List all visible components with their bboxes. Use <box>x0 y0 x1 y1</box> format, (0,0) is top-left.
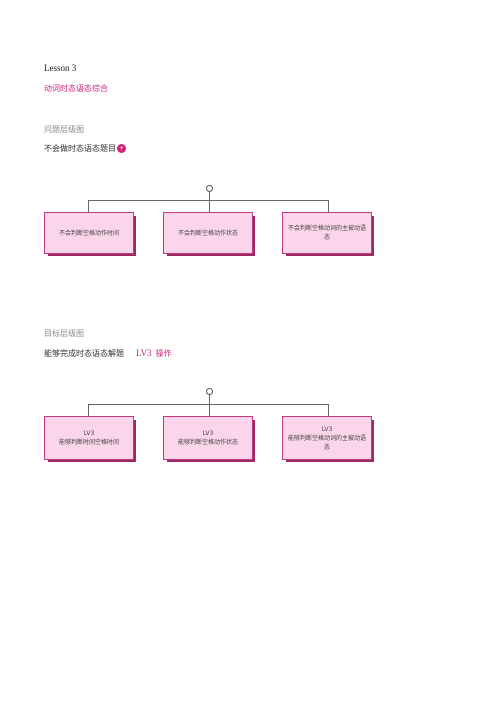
tree-root-node-icon <box>206 185 213 192</box>
tree-connector <box>328 404 329 416</box>
problem-box-time: 不会判断空格动作时间 <box>44 212 136 256</box>
tree-connector <box>209 200 210 212</box>
tree-connector <box>209 395 210 404</box>
tree-connector <box>88 200 329 201</box>
expand-badge-icon[interactable]: + <box>117 144 126 153</box>
goal-level: LV3 <box>136 348 152 358</box>
problem-box-text: 不会判断空格动作时间 <box>58 229 119 237</box>
problem-heading: 不会做时态语态题目+ <box>44 143 126 154</box>
tree-connector <box>88 404 89 416</box>
tree-connector <box>209 192 210 200</box>
goal-box-level: LV3 <box>202 430 214 437</box>
goal-box-level: LV3 <box>83 430 95 437</box>
tree-connector <box>209 404 210 416</box>
goal-box-text: 能够判断空格动词的主被动语态 <box>287 434 366 451</box>
goal-operation: 操作 <box>155 349 172 358</box>
problem-box-text: 不会判断空格动作状态 <box>177 229 238 237</box>
goal-hierarchy-label: 目标层级图 <box>44 329 84 338</box>
lesson-subtitle: 动词时态语态综合 <box>44 84 108 93</box>
goal-box-text: 能够判断时间空格时间 <box>58 439 119 446</box>
goal-box-level: LV3 <box>321 425 333 433</box>
tree-root-node-icon <box>206 388 213 395</box>
tree-connector <box>328 200 329 212</box>
tree-connector <box>88 404 329 405</box>
problem-box-text: 不会判断空格动词的主被动语态 <box>287 225 366 241</box>
goal-box-state: LV3 能够判断空格动作状态 <box>163 416 255 462</box>
problem-box-voice: 不会判断空格动词的主被动语态 <box>282 212 374 256</box>
goal-heading-text: 能够完成时态语态解题 <box>44 349 124 358</box>
problem-box-state: 不会判断空格动作状态 <box>163 212 255 256</box>
problem-hierarchy-label: 问题层级图 <box>44 125 84 134</box>
goal-box-voice: LV3 能够判断空格动词的主被动语态 <box>282 416 374 462</box>
lesson-title: Lesson 3 <box>44 63 77 73</box>
goal-box-time: LV3 能够判断时间空格时间 <box>44 416 136 462</box>
problem-heading-text: 不会做时态语态题目 <box>44 144 116 153</box>
tree-connector <box>88 200 89 212</box>
goal-box-text: 能够判断空格动作状态 <box>177 439 238 446</box>
